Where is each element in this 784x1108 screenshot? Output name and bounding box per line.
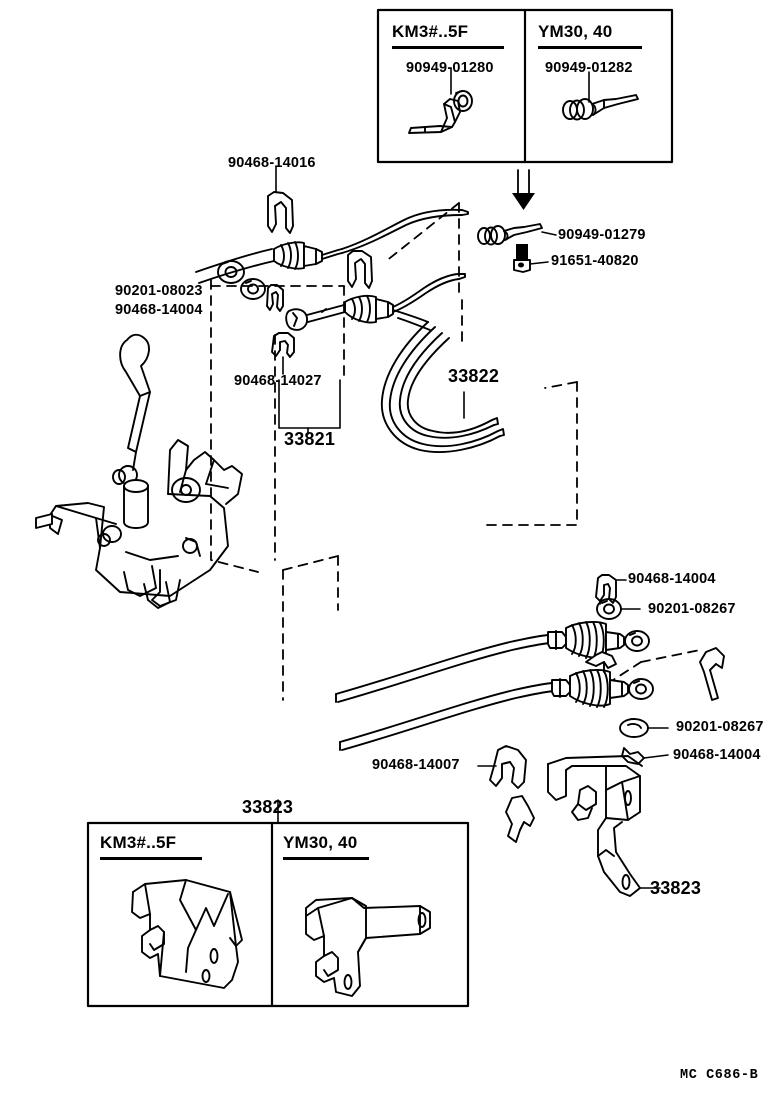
inset-bottom-frame [86, 799, 470, 1008]
label-33821: 33821 [284, 429, 336, 449]
group-bracket-33821 [278, 379, 341, 435]
inset-bottom-variant-0-underline [100, 857, 202, 860]
inset-top-frame [376, 8, 674, 164]
inset-top-variant-1-underline [538, 46, 642, 49]
cable-33821-lower [285, 273, 466, 331]
inset-bottom-variant-1-underline [283, 857, 369, 860]
clip-far-right [699, 647, 725, 701]
clip-90468-14004-upper-right [595, 574, 627, 604]
cables-lower-pair [335, 620, 654, 751]
clip-below-14007 [505, 795, 535, 843]
clip-90468-14027 [271, 332, 295, 375]
bolt-91651-40820 [513, 244, 549, 273]
shift-lever-assembly [35, 333, 243, 609]
label-91651-40820: 91651-40820 [551, 253, 639, 269]
inset-top-left-part [408, 67, 473, 134]
clip-90468-14007 [477, 745, 527, 789]
dashed-guides [210, 202, 701, 701]
inset-top-part-1: 90949-01282 [545, 60, 633, 76]
label-90468-14007: 90468-14007 [372, 757, 460, 773]
label-90468-14004-a: 90468-14004 [115, 302, 203, 318]
inset-bottom-left-bracket [131, 879, 243, 989]
washer-90201-08267-upper [596, 598, 641, 620]
label-90468-14004-c: 90468-14004 [673, 747, 761, 763]
inset-reference-arrow [512, 169, 535, 210]
inset-top-variant-1: YM30, 40 [538, 22, 613, 41]
cable-33821-upper [195, 208, 469, 284]
cable-33822 [381, 321, 505, 453]
label-33823-right: 33823 [650, 878, 702, 898]
inset-top-right-part [562, 71, 639, 121]
clip-90468-14016 [267, 165, 294, 234]
label-90201-08267-b: 90201-08267 [676, 719, 764, 735]
label-90201-08023: 90201-08023 [115, 283, 203, 299]
label-90468-14004-b: 90468-14004 [628, 571, 716, 587]
inset-top-variant-0-underline [392, 46, 504, 49]
clip-mid-between-cables [585, 651, 617, 673]
label-33823-top: 33823 [242, 797, 294, 817]
bracket-33823-right [547, 755, 661, 897]
washer-90201-08023 [240, 278, 266, 300]
label-90949-01279: 90949-01279 [558, 227, 646, 243]
label-90468-14027: 90468-14027 [234, 373, 322, 389]
label-33822: 33822 [448, 366, 500, 386]
fitting-90949-01279 [477, 223, 557, 246]
inset-bottom-variant-0: KM3#..5F [100, 833, 177, 852]
washer-90201-08267-lower [619, 718, 669, 738]
clip-upper-right-small [347, 250, 373, 289]
inset-bottom-variant-1: YM30, 40 [283, 833, 358, 852]
footer-diagram-code: MC C686-B [680, 1068, 759, 1083]
label-90468-14016: 90468-14016 [228, 155, 316, 171]
label-90201-08267-a: 90201-08267 [648, 601, 736, 617]
inset-bottom-right-bracket [305, 897, 431, 997]
clip-90468-14004-left [266, 284, 284, 312]
inset-top-variant-0: KM3#..5F [392, 22, 469, 41]
inset-top-part-0: 90949-01280 [406, 60, 494, 76]
